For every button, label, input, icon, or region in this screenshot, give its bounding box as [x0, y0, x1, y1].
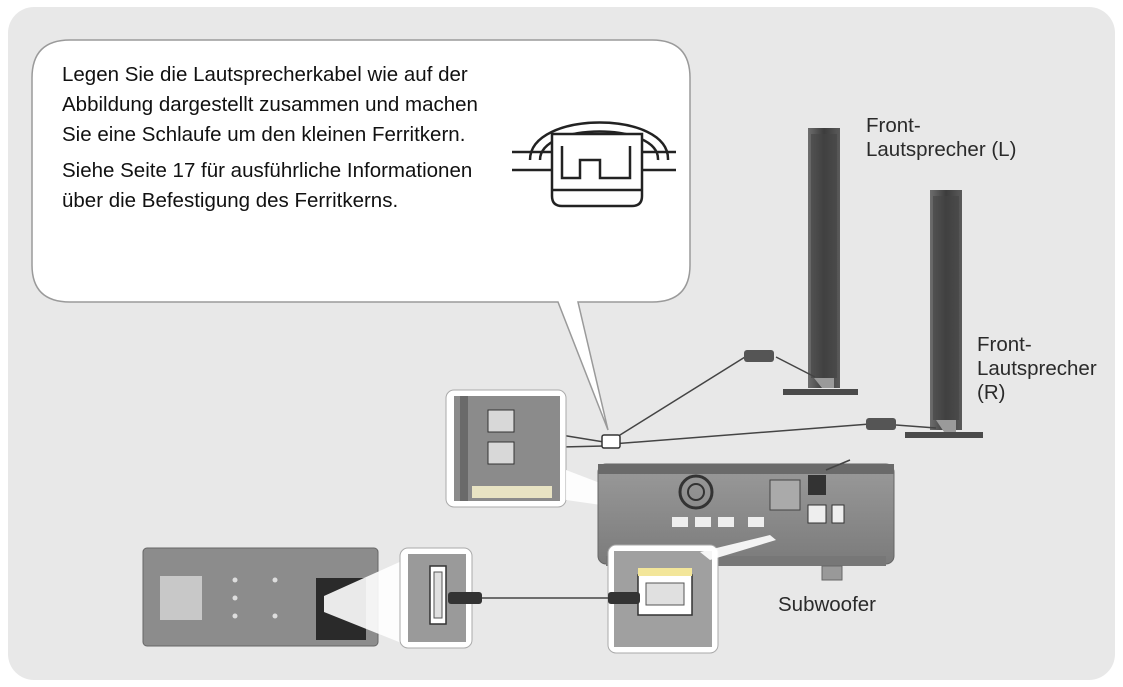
subwoofer-label: Subwoofer	[778, 593, 877, 616]
front-right-label-line3: (R)	[977, 381, 1006, 404]
cable-connector-right	[866, 418, 896, 430]
ferrite-core-on-cable	[601, 434, 621, 449]
front-right-label-line1: Front-	[977, 333, 1032, 356]
front-right-speaker-label: Front- Lautsprecher (R)	[977, 333, 1097, 405]
cable-connector-left	[744, 350, 774, 362]
front-right-label-line2: Lautsprecher	[977, 357, 1097, 380]
front-right-speaker	[905, 190, 983, 438]
ferrite-core-icon	[512, 121, 676, 208]
callout-bubble	[31, 39, 691, 431]
main-unit	[142, 547, 379, 647]
inset-pointer	[700, 535, 776, 560]
speaker-cables	[517, 356, 937, 449]
subwoofer-connector-inset	[607, 544, 719, 654]
front-left-label-line2: Lautsprecher (L)	[866, 138, 1017, 161]
front-left-label-line1: Front-	[866, 114, 921, 137]
main-unit-connector-inset	[399, 547, 482, 649]
inset-pointer	[324, 560, 404, 644]
front-left-speaker	[783, 128, 858, 395]
speaker-terminal-inset	[445, 389, 567, 508]
callout-text: Legen Sie die Lautsprecherkabel wie auf …	[62, 60, 502, 216]
front-left-speaker-label: Front- Lautsprecher (L)	[866, 114, 1016, 162]
subwoofer	[597, 459, 895, 581]
callout-paragraph-1: Legen Sie die Lautsprecherkabel wie auf …	[62, 63, 478, 146]
callout-paragraph-2: Siehe Seite 17 für ausführliche Informat…	[62, 159, 473, 212]
